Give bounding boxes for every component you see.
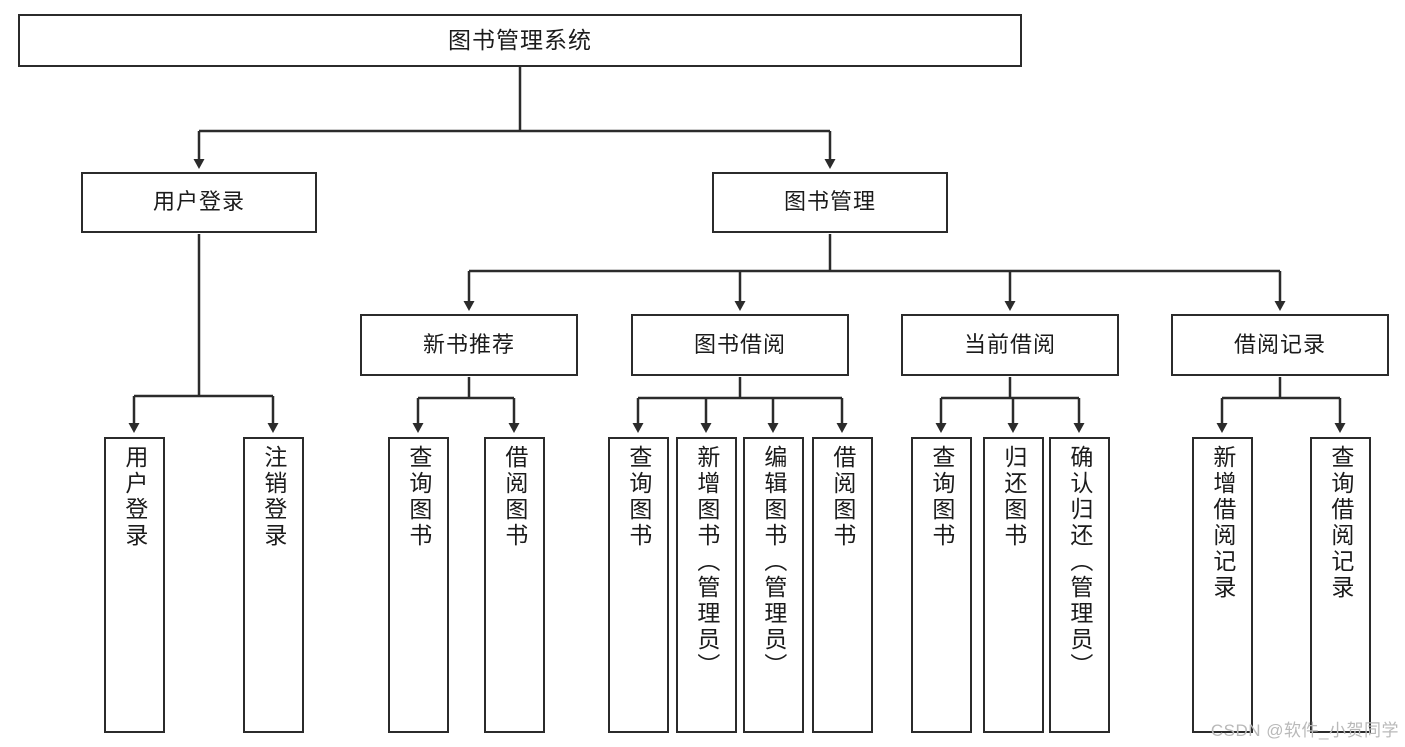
leaf-user-login[interactable]: 用户登录 <box>104 437 165 733</box>
node-label: 图书管理 <box>783 189 876 215</box>
leaf-current-confirm-return-admin[interactable]: 确认归还（管理员） <box>1049 437 1110 733</box>
node-label: 查询图书 <box>625 445 652 549</box>
leaf-current-return-book[interactable]: 归还图书 <box>983 437 1044 733</box>
node-borrow-record[interactable]: 借阅记录 <box>1171 314 1389 376</box>
node-label: 借阅图书 <box>829 445 856 549</box>
node-label: 用户登录 <box>152 189 245 215</box>
node-label: 借阅记录 <box>1233 331 1326 357</box>
node-label: 注销登录 <box>260 445 287 549</box>
node-book-management[interactable]: 图书管理 <box>712 172 948 233</box>
node-new-book-recommend[interactable]: 新书推荐 <box>360 314 578 376</box>
leaf-current-query-book[interactable]: 查询图书 <box>911 437 972 733</box>
leaf-user-logout[interactable]: 注销登录 <box>243 437 304 733</box>
leaf-recommend-query-book[interactable]: 查询图书 <box>388 437 449 733</box>
node-label: 编辑图书（管理员） <box>760 445 787 679</box>
node-label: 当前借阅 <box>963 331 1056 357</box>
leaf-borrow-query-book[interactable]: 查询图书 <box>608 437 669 733</box>
node-label: 归还图书 <box>1000 445 1027 549</box>
node-label: 确认归还（管理员） <box>1066 445 1093 679</box>
leaf-borrow-add-book-admin[interactable]: 新增图书（管理员） <box>676 437 737 733</box>
node-label: 借阅图书 <box>501 445 528 549</box>
node-label: 查询借阅记录 <box>1327 445 1354 601</box>
leaf-recommend-borrow-book[interactable]: 借阅图书 <box>484 437 545 733</box>
node-label: 查询图书 <box>928 445 955 549</box>
leaf-borrow-borrow-book[interactable]: 借阅图书 <box>812 437 873 733</box>
leaf-record-query-record[interactable]: 查询借阅记录 <box>1310 437 1371 733</box>
csdn-watermark: CSDN @软件_小贺同学 <box>1210 721 1399 740</box>
node-book-borrow[interactable]: 图书借阅 <box>631 314 849 376</box>
node-user-login[interactable]: 用户登录 <box>81 172 317 233</box>
leaf-record-add-record[interactable]: 新增借阅记录 <box>1192 437 1253 733</box>
node-label: 图书借阅 <box>693 331 786 357</box>
node-label: 图书管理系统 <box>448 26 592 53</box>
node-label: 新增借阅记录 <box>1209 445 1236 601</box>
leaf-borrow-edit-book-admin[interactable]: 编辑图书（管理员） <box>743 437 804 733</box>
node-label: 新增图书（管理员） <box>693 445 720 679</box>
node-label: 用户登录 <box>121 445 148 549</box>
node-label: 查询图书 <box>405 445 432 549</box>
node-label: 新书推荐 <box>422 331 515 357</box>
node-root-system[interactable]: 图书管理系统 <box>18 14 1022 67</box>
node-current-borrow[interactable]: 当前借阅 <box>901 314 1119 376</box>
